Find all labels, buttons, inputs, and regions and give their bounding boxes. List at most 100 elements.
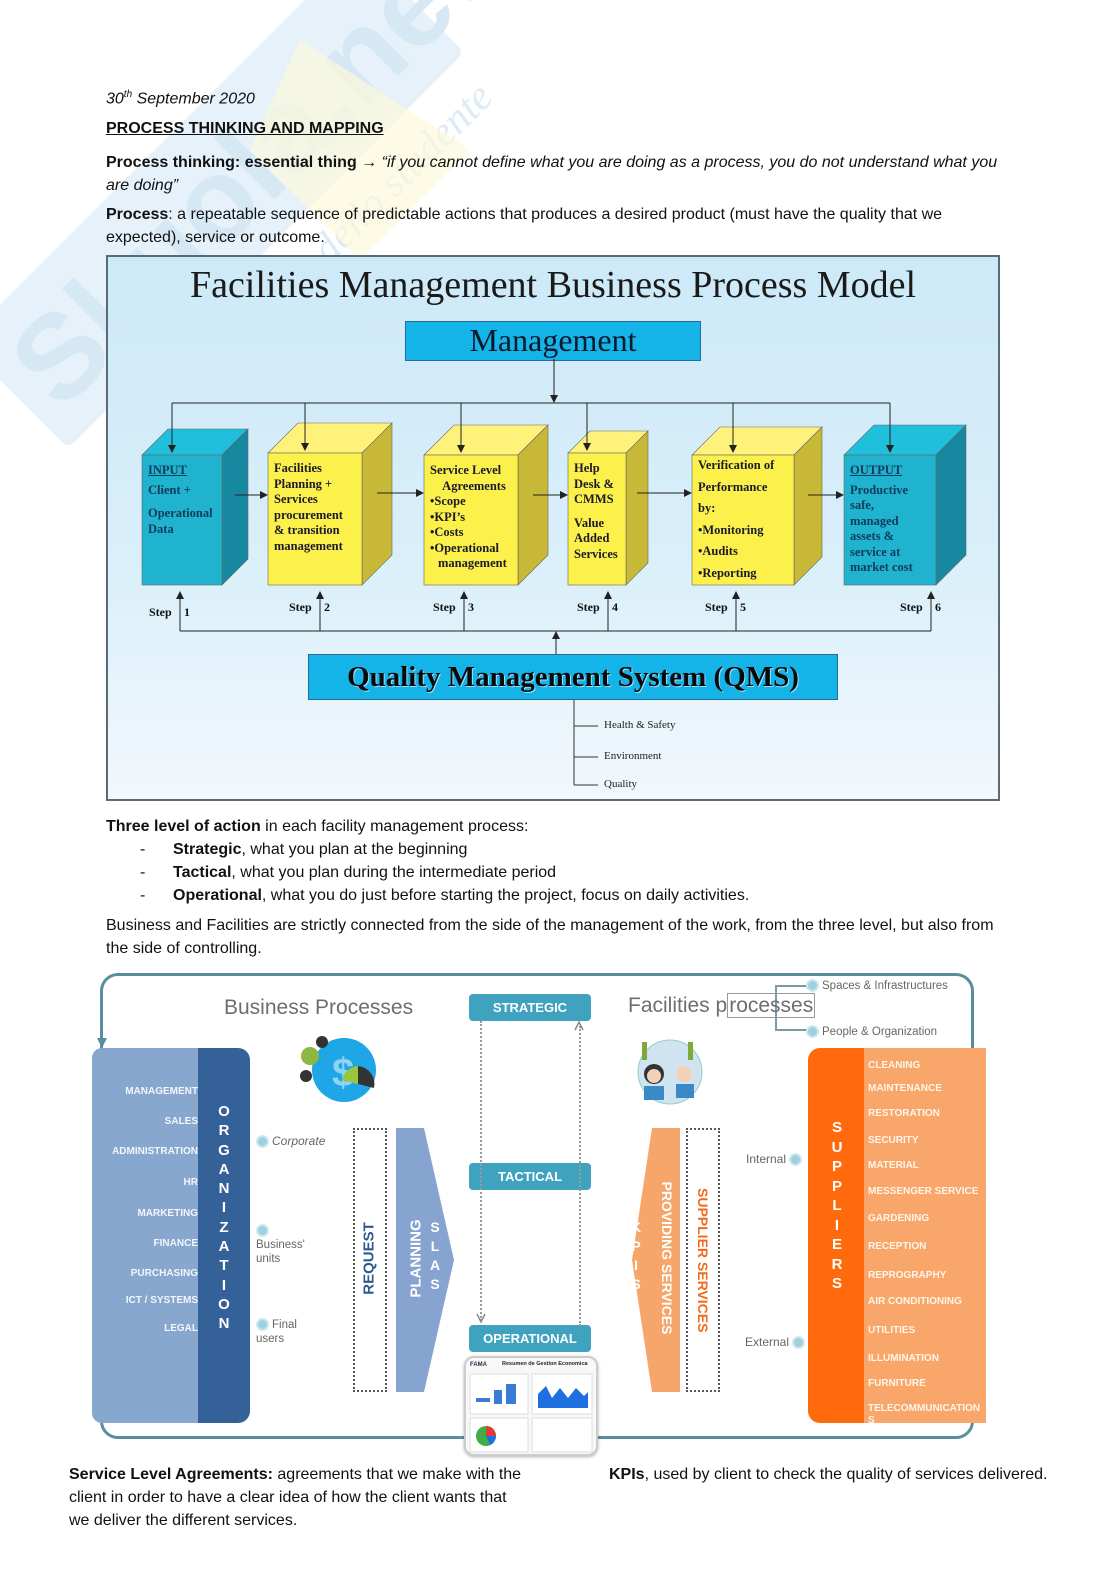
- down-flow-line: [480, 1021, 482, 1321]
- org-department: HR: [183, 1177, 198, 1188]
- suppliers-letter: U: [831, 1138, 843, 1156]
- arrow-right-icon: →: [356, 154, 382, 171]
- levels-intro-rest: in each facility management process:: [260, 818, 529, 835]
- qms-item: Environment: [604, 750, 662, 762]
- qms-item: Quality: [604, 778, 637, 790]
- org-level-label: Business' units: [256, 1239, 305, 1265]
- step-label: Step: [900, 600, 923, 614]
- org-level-corporate: Corporate: [256, 1134, 325, 1149]
- supplier-item: S: [868, 1415, 875, 1426]
- org-department: SALES: [164, 1116, 198, 1127]
- kpis-letter: I: [634, 1257, 638, 1273]
- box-text-line: •Scope: [430, 494, 466, 508]
- org-department: ICT / SYSTEMS: [125, 1295, 198, 1306]
- supplier-type-external: External: [745, 1335, 808, 1350]
- fm-business-process-model-figure: Facilities Management Business Process M…: [106, 255, 1000, 801]
- arrow-up-icon: [552, 631, 560, 639]
- arrow-down-icon: [97, 1038, 107, 1048]
- svg-text:$: $: [332, 1051, 354, 1095]
- sla-text: agreements that we make with the client …: [69, 1466, 522, 1529]
- box-text-line: Facilities: [274, 461, 322, 475]
- slas-letter: L: [430, 1238, 440, 1254]
- qms-item: Health & Safety: [604, 719, 676, 731]
- request-box: [353, 1128, 387, 1392]
- arrow-down-icon: [583, 443, 591, 451]
- providing-arrow-shape: [632, 1128, 680, 1392]
- org-letter: N: [218, 1180, 230, 1198]
- supplier-item: RESTORATION: [868, 1108, 940, 1119]
- level-desc: , what you do just before starting the p…: [261, 887, 750, 904]
- box-text-line: INPUT: [148, 463, 187, 477]
- box-text-line: Service Level: [430, 463, 502, 477]
- supplier-item: MESSENGER SERVICE: [868, 1186, 979, 1197]
- kpis-letter: K: [630, 1219, 642, 1235]
- org-letter: Z: [219, 1218, 229, 1236]
- kpi-definition: KPIs, used by client to check the qualit…: [609, 1463, 1089, 1486]
- box-text-line: •KPI’s: [430, 509, 466, 524]
- supplier-item: FURNITURE: [868, 1378, 926, 1389]
- level-desc: , what you plan at the beginning: [241, 841, 468, 858]
- branch-spaces: Spaces & Infrastructures: [806, 979, 948, 993]
- bullet-dot-icon: [806, 979, 819, 993]
- bullet-dash: -: [140, 887, 146, 904]
- box-text-line: Value Added: [574, 515, 610, 546]
- box-side-face: [625, 430, 649, 586]
- org-department: MANAGEMENT: [125, 1086, 198, 1097]
- tactical-level-button: TACTICAL: [469, 1163, 591, 1190]
- arrow-down-icon: [168, 445, 176, 453]
- box-text-line: safe,: [850, 498, 874, 512]
- suppliers-letter: E: [831, 1236, 842, 1253]
- box-text-line: assets &: [850, 529, 895, 543]
- supplier-item: TELECOMMUNICATION: [868, 1403, 981, 1414]
- org-department: FINANCE: [153, 1238, 198, 1249]
- arrow-up-icon: [460, 591, 468, 599]
- supplier-item: RECEPTION: [868, 1241, 927, 1252]
- arrow-up-icon: [732, 591, 740, 599]
- process-box: [141, 454, 223, 586]
- bullet-dot-icon: [792, 1336, 806, 1350]
- arrow-right-icon: [560, 491, 568, 499]
- branch-people: People & Organization: [806, 1025, 937, 1039]
- box-text-line: Productive: [850, 482, 909, 497]
- kpis-letter: S: [631, 1276, 641, 1292]
- providing-services-label: PROVIDING SERVICES: [659, 1181, 675, 1335]
- box-text-line: CMMS: [574, 492, 614, 506]
- levels-intro: Three level of action in each facility m…: [106, 815, 528, 838]
- box-text-line: & transition: [274, 523, 340, 537]
- process-box: [843, 454, 937, 586]
- suppliers-letter: S: [831, 1275, 842, 1292]
- facilities-processes-title: Facilities processes: [628, 993, 816, 1018]
- box-text-line: Verification of: [698, 458, 775, 472]
- box-text-line: management: [274, 538, 343, 553]
- page-title: PROCESS THINKING AND MAPPING: [106, 120, 384, 137]
- process-definition-paragraph: Process: a repeatable sequence of predic…: [106, 203, 1006, 249]
- slas-letter: A: [429, 1257, 441, 1273]
- arrow-right-icon: [836, 491, 844, 499]
- arrow-up-icon: [316, 591, 324, 599]
- box-text-line: •Monitoring: [698, 522, 764, 537]
- arrow-down-icon: [457, 445, 465, 453]
- process-box: [691, 454, 795, 586]
- box-text-line: market cost: [850, 560, 913, 574]
- box-text-line: Help Desk &: [574, 461, 614, 491]
- dashboard-thumbnail: FAMA Resumen de Gestion Economica: [464, 1356, 598, 1456]
- org-department: PURCHASING: [130, 1268, 198, 1279]
- org-letter: G: [218, 1141, 230, 1159]
- process-diagram-lines: [141, 359, 967, 786]
- slas-letter: S: [430, 1276, 440, 1292]
- box-text-line: •Audits: [698, 544, 738, 558]
- box-text-line: OUTPUT: [850, 463, 903, 477]
- date-day: 30: [106, 90, 124, 108]
- box-text-line: Planning +: [274, 476, 333, 491]
- sla-definition: Service Level Agreements: agreements tha…: [69, 1463, 529, 1532]
- date-suffix: th: [123, 89, 133, 100]
- step-number: 6: [935, 600, 941, 614]
- org-letter: A: [218, 1238, 230, 1256]
- arrow-right-icon: [260, 491, 268, 499]
- org-level-units: Business' units: [256, 1224, 316, 1266]
